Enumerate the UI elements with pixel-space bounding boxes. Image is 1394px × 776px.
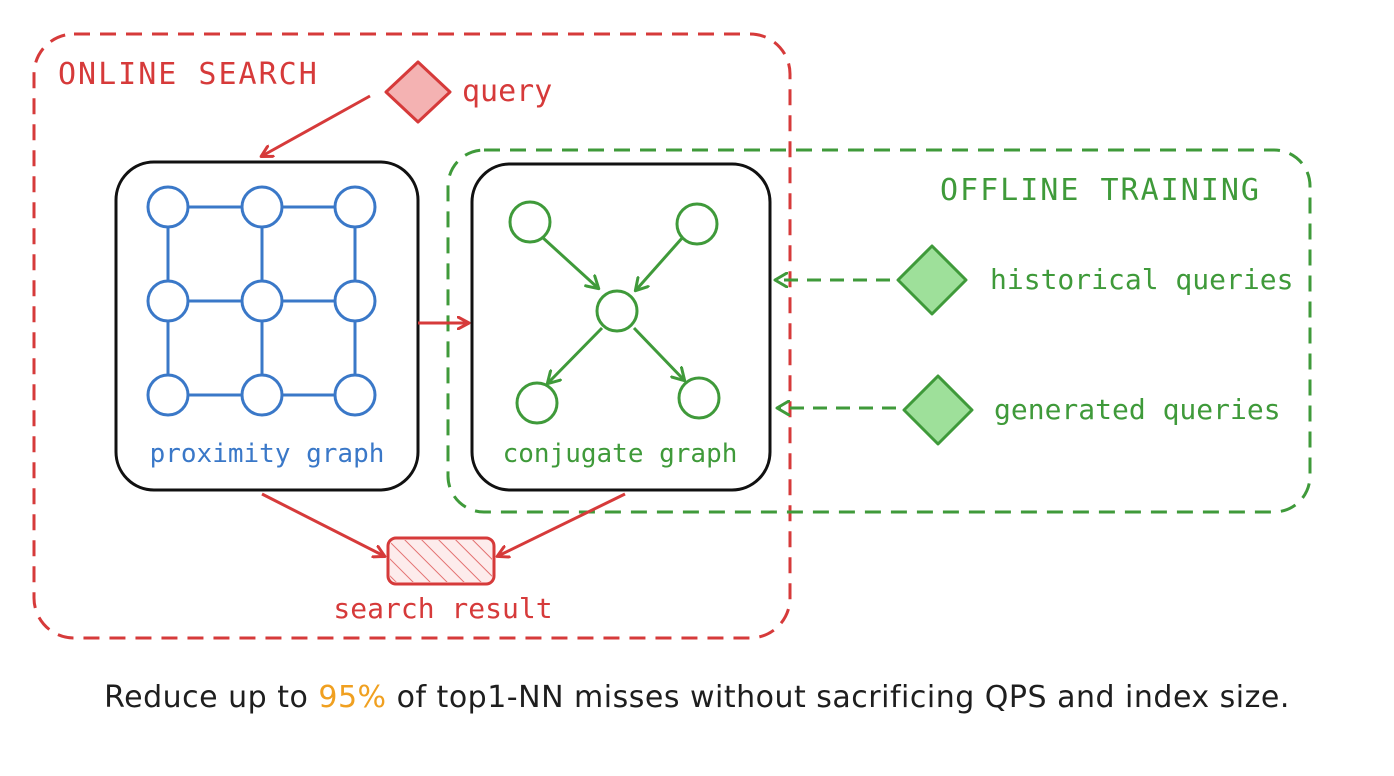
- query-arrow: [262, 94, 371, 156]
- proximity-graph-box: proximity graph: [114, 160, 420, 492]
- caption-before: Reduce up to: [104, 680, 319, 715]
- search-result-label: search result: [333, 592, 552, 625]
- search-result-node: search result: [333, 536, 553, 625]
- query-label: query: [462, 74, 552, 109]
- online-search-title: ONLINE SEARCH: [58, 57, 319, 92]
- conjugate-graph-box: conjugate graph: [470, 162, 772, 492]
- query-node: query: [384, 60, 552, 124]
- offline-training-region: [446, 148, 1312, 514]
- proximity-graph-label: proximity graph: [150, 439, 385, 469]
- historical-queries-label: historical queries: [990, 263, 1293, 296]
- caption: Reduce up to 95% of top1-NN misses witho…: [0, 680, 1394, 715]
- conjugate-nodes: [508, 200, 721, 425]
- historical-queries-diamond-icon: [896, 244, 968, 316]
- offline-training-title: OFFLINE TRAINING: [940, 173, 1261, 208]
- conjugate-edges: [540, 235, 684, 383]
- caption-highlight: 95%: [318, 680, 387, 715]
- conjugate-to-result-arrow: [498, 492, 626, 556]
- caption-after: of top1-NN misses without sacrificing QP…: [386, 680, 1290, 715]
- generated-queries-label: generated queries: [994, 393, 1281, 426]
- proximity-to-result-arrow: [261, 492, 384, 556]
- generated-queries-diamond-icon: [902, 374, 974, 446]
- proximity-grid-nodes: [146, 185, 377, 417]
- query-diamond-icon: [384, 60, 452, 124]
- online-search-region: [32, 32, 792, 640]
- conjugate-graph-label: conjugate graph: [503, 439, 738, 469]
- historical-queries-node: historical queries: [896, 244, 1293, 316]
- generated-queries-node: generated queries: [902, 374, 1281, 446]
